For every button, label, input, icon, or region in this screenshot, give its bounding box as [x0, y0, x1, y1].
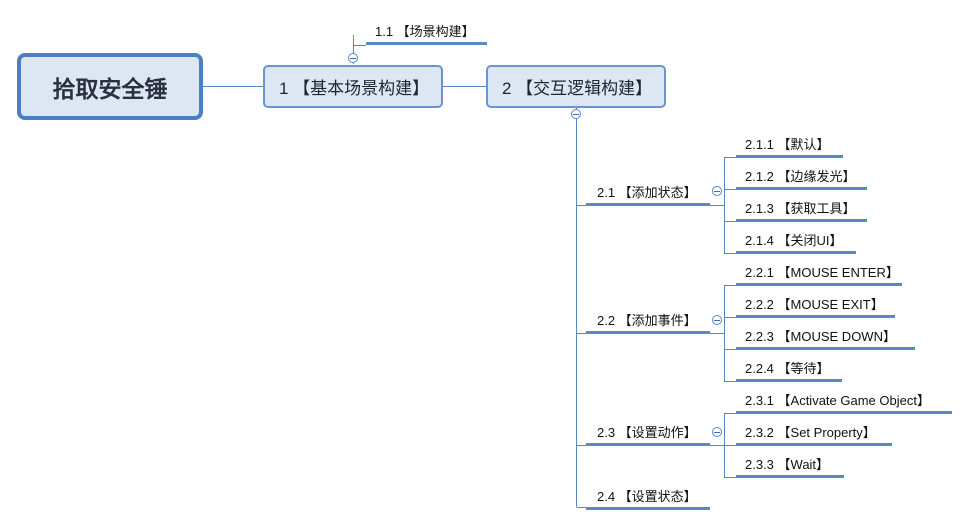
- node-2-1-underline: [586, 203, 710, 206]
- node-underline: [736, 443, 892, 446]
- node-2-2-underline: [586, 331, 710, 334]
- node-2-3-3-label[interactable]: 2.3.3 【Wait】: [745, 457, 830, 472]
- node-1-label: 1 【基本场景构建】: [279, 79, 430, 98]
- root-node[interactable]: 拾取安全锤: [17, 53, 203, 120]
- node-2-3-underline: [586, 443, 710, 446]
- node-2-4-underline: [586, 507, 710, 510]
- node-underline: [736, 251, 856, 254]
- node-2-2-label[interactable]: 2.2 【添加事件】: [597, 313, 697, 328]
- collapse-minus-icon[interactable]: [712, 427, 722, 437]
- node-2-2-4-label[interactable]: 2.2.4 【等待】: [745, 361, 830, 376]
- node-1-1-label[interactable]: 1.1 【场景构建】: [375, 24, 475, 39]
- node-underline: [736, 347, 915, 350]
- node-2-3-1-label[interactable]: 2.3.1 【Activate Game Object】: [745, 393, 930, 408]
- node-underline: [736, 475, 844, 478]
- node-2-label: 2 【交互逻辑构建】: [502, 79, 653, 98]
- node-underline: [736, 411, 952, 414]
- node-underline: [736, 379, 842, 382]
- node-2-3-2-label[interactable]: 2.3.2 【Set Property】: [745, 425, 876, 440]
- node-2-1-1-label[interactable]: 2.1.1 【默认】: [745, 137, 830, 152]
- node-underline: [736, 155, 843, 158]
- node-2-1-4-label[interactable]: 2.1.4 【关闭UI】: [745, 233, 843, 248]
- node-1-basic-scene[interactable]: 1 【基本场景构建】: [263, 65, 443, 108]
- node-underline: [736, 283, 902, 286]
- node-2-interaction-logic[interactable]: 2 【交互逻辑构建】: [486, 65, 666, 108]
- node-2-3-label[interactable]: 2.3 【设置动作】: [597, 425, 697, 440]
- node-2-1-3-label[interactable]: 2.1.3 【获取工具】: [745, 201, 856, 216]
- node-underline: [736, 219, 867, 222]
- node-2-2-2-label[interactable]: 2.2.2 【MOUSE EXIT】: [745, 297, 884, 312]
- collapse-minus-icon[interactable]: [712, 186, 722, 196]
- node-1-1-underline: [366, 42, 487, 45]
- node-2-2-1-label[interactable]: 2.2.1 【MOUSE ENTER】: [745, 265, 899, 280]
- collapse-minus-icon[interactable]: [712, 315, 722, 325]
- collapse-minus-icon[interactable]: [571, 109, 581, 119]
- collapse-minus-icon[interactable]: [348, 53, 358, 63]
- node-2-2-3-label[interactable]: 2.2.3 【MOUSE DOWN】: [745, 329, 896, 344]
- root-label: 拾取安全锤: [52, 75, 168, 102]
- node-underline: [736, 187, 867, 190]
- node-2-4-label[interactable]: 2.4 【设置状态】: [597, 489, 697, 504]
- node-2-1-label[interactable]: 2.1 【添加状态】: [597, 185, 697, 200]
- node-2-1-2-label[interactable]: 2.1.2 【边缘发光】: [745, 169, 856, 184]
- node-underline: [736, 315, 895, 318]
